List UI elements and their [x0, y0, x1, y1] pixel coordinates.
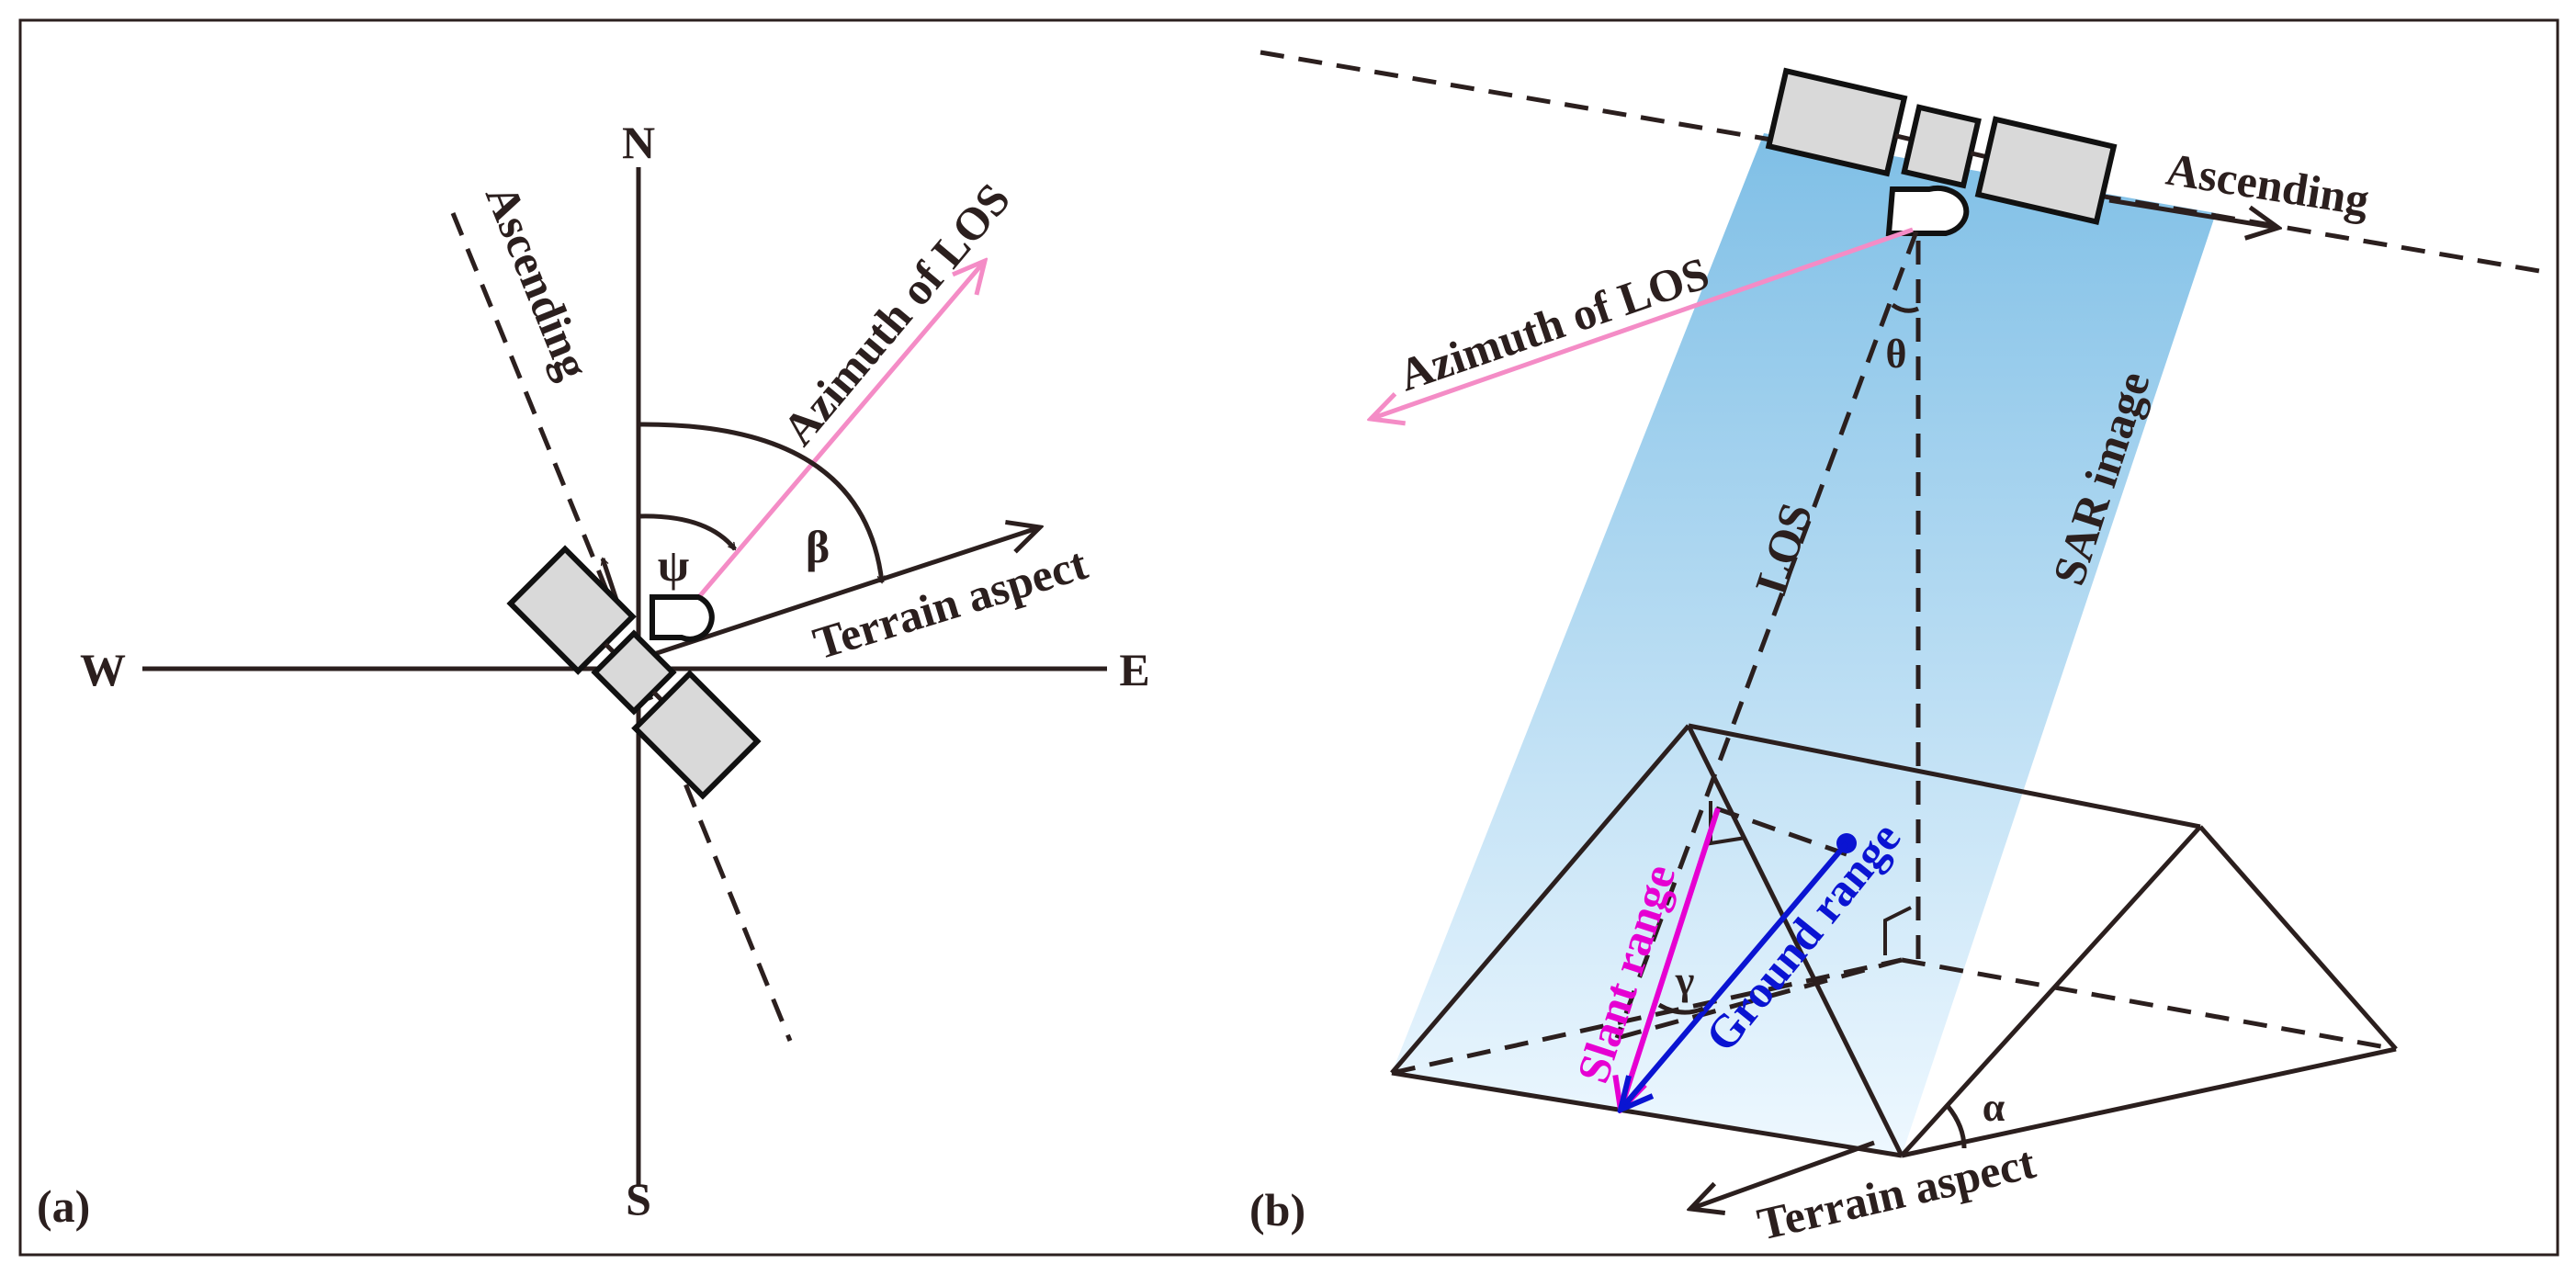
panel-a: N S W E Ascending Azimuth of LOS Terrain… [37, 117, 1150, 1232]
panel-b-tag: (b) [1249, 1184, 1305, 1236]
beta-label: β [806, 521, 830, 572]
azimuth-los-label: Azimuth of LOS [1392, 247, 1715, 401]
psi-angle-arc [638, 513, 737, 551]
antenna-icon [1885, 185, 1970, 236]
panel-a-tag: (a) [37, 1180, 90, 1232]
gamma-angle-arc [1657, 1002, 1704, 1015]
satellite-icon [1765, 67, 2118, 226]
north-label: N [622, 117, 655, 168]
sar-image-swath [1392, 133, 2216, 1156]
alpha-label: α [1983, 1085, 2005, 1130]
west-label: W [80, 644, 126, 695]
satellite-icon [506, 545, 762, 800]
psi-label: ψ [658, 539, 689, 591]
azimuth-los-arrow [1371, 227, 1914, 419]
panel-b: Ascending Azimuth of LOS θ LOS SAR image [1249, 50, 2546, 1250]
los-line [1614, 231, 1919, 1039]
antenna-icon [650, 594, 715, 642]
slant-range-arrow [1621, 807, 1721, 1110]
terrain-aspect-arrow [1690, 1140, 1875, 1209]
south-label: S [626, 1173, 651, 1224]
ascending-label: Ascending [476, 177, 600, 386]
east-label: E [1119, 644, 1149, 695]
ground-range-arrow [1621, 841, 1849, 1110]
gamma-label: γ [1675, 958, 1695, 1003]
figure-frame [18, 18, 2559, 1257]
ascending-track [1260, 50, 2546, 275]
beta-angle-arc [638, 422, 882, 582]
azimuth-los-arrow [680, 261, 985, 619]
theta-angle-arc [1891, 302, 1919, 313]
ascending-direction-arrow [2108, 197, 2278, 228]
terrain-aspect-arrow [653, 527, 1040, 657]
alpha-angle-arc [1946, 1104, 1967, 1149]
azimuth-los-label: Azimuth of LOS [773, 174, 1021, 455]
theta-label: θ [1886, 332, 1907, 377]
terrain-prism [1390, 723, 2398, 1158]
